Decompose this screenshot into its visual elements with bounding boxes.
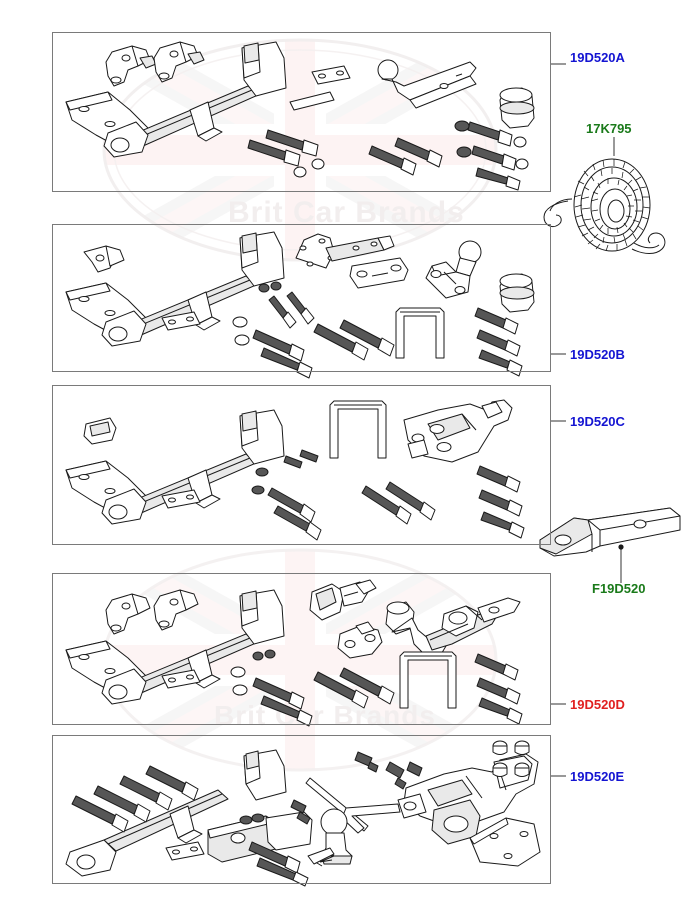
panel-a-artwork <box>66 42 534 190</box>
nut-cluster-e4 <box>493 741 529 777</box>
flange-towball <box>426 241 481 298</box>
fastener-cluster-c1 <box>252 450 321 540</box>
fastener-cluster-c3 <box>477 466 524 538</box>
part-label-17K795[interactable]: 17K795 <box>586 121 632 136</box>
panel-c-artwork <box>66 400 524 540</box>
receiver-head-c <box>404 400 512 462</box>
fastener-cluster-e3 <box>291 752 422 824</box>
fastener-cluster-e2 <box>231 814 308 886</box>
leader-lines <box>551 64 624 776</box>
part-label-19D520C[interactable]: 19D520C <box>570 414 625 429</box>
u-bracket-b <box>396 308 444 358</box>
fastener-cluster-c2 <box>362 482 435 524</box>
locking-bracket-d <box>338 622 382 658</box>
fastener-cluster-e1 <box>72 766 198 832</box>
panel-b-frame[interactable] <box>52 224 551 372</box>
fastener-cluster-d1 <box>231 650 312 726</box>
drawbar-F19D520 <box>540 508 680 556</box>
part-label-19D520E[interactable]: 19D520E <box>570 769 625 784</box>
part-label-19D520D[interactable]: 19D520D <box>570 697 625 712</box>
panel-b-artwork <box>66 232 534 378</box>
ball-cap <box>500 88 534 128</box>
fastener-cluster-a1 <box>248 130 324 177</box>
fastener-cluster-b1 <box>259 282 314 328</box>
u-bracket-c <box>330 401 386 458</box>
panel-c-frame[interactable] <box>52 385 551 545</box>
tow-rope-17K795 <box>544 159 665 254</box>
fastener-cluster-b4 <box>475 308 522 376</box>
u-bracket-d <box>400 652 456 708</box>
mounting-plate-e <box>470 818 540 866</box>
panel-a-frame[interactable] <box>52 32 551 192</box>
fastener-cluster-a3 <box>455 121 528 190</box>
drawbar-arm <box>296 234 394 268</box>
detachable-swan-neck <box>386 598 520 656</box>
fastener-cluster-d2 <box>314 668 394 708</box>
swan-neck-towball <box>378 60 476 108</box>
fastener-cluster-a2 <box>369 138 442 175</box>
fastener-cluster-b3 <box>314 320 394 360</box>
panel-e-frame[interactable] <box>52 735 551 884</box>
panel-e-artwork <box>66 741 540 886</box>
fastener-cluster-d3 <box>475 654 522 724</box>
fastener-cluster-b2 <box>233 317 312 378</box>
part-label-19D520B[interactable]: 19D520B <box>570 347 625 362</box>
panel-d-artwork <box>66 580 522 726</box>
part-label-F19D520[interactable]: F19D520 <box>592 581 646 596</box>
part-label-19D520A[interactable]: 19D520A <box>570 50 625 65</box>
panel-d-frame[interactable] <box>52 573 551 725</box>
lock-key-assembly <box>310 580 376 620</box>
ball-mount-e <box>208 809 352 864</box>
